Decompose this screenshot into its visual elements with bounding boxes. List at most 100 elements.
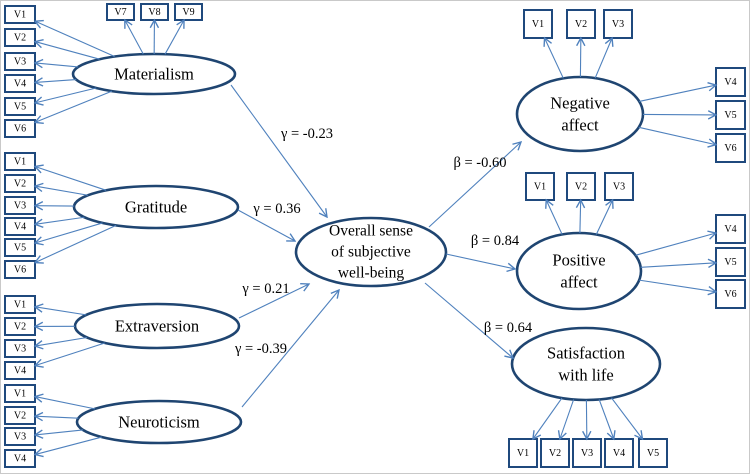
observed-label-negative-v2: V2	[575, 19, 587, 30]
loading-arrow-negative-affect-negative-v4	[639, 85, 716, 102]
loading-arrow-materialism-materialism-v5	[35, 87, 97, 103]
loading-arrow-positive-affect-positive-v3	[595, 200, 612, 235]
observed-label-gratitude-v6: V6	[14, 265, 26, 276]
observed-label-neuroticism-v4: V4	[14, 454, 26, 465]
loading-arrow-extraversion-extraversion-v3	[35, 336, 88, 346]
observed-label-materialism-v6: V6	[14, 124, 26, 135]
observed-box-positive-v3	[604, 172, 634, 201]
latent-label-negative-affect-line2: affect	[561, 116, 599, 135]
latent-ellipse-materialism	[71, 52, 237, 96]
loading-arrow-satisfaction-satisfaction-v5	[611, 397, 642, 439]
loading-arrow-negative-affect-negative-v3	[594, 38, 612, 79]
observed-label-gratitude-v4: V4	[14, 222, 26, 233]
observed-label-materialism-v3: V3	[14, 57, 26, 68]
latent-label-swb-line2: of subjective	[331, 244, 411, 261]
latent-label-satisfaction-line1: Satisfaction	[547, 344, 625, 363]
structural-arrow-extraversion-to-swb	[238, 284, 309, 319]
observed-label-negative-v5: V5	[724, 110, 736, 121]
observed-box-negative-v3	[603, 9, 633, 39]
observed-label-gratitude-v3: V3	[14, 201, 26, 212]
loading-arrow-gratitude-gratitude-v5	[35, 222, 103, 243]
loading-arrow-positive-affect-positive-v4	[635, 233, 716, 256]
structural-arrow-swb-to-satisfaction	[424, 282, 513, 358]
observed-label-positive-v4: V4	[724, 224, 736, 235]
observed-label-materialism-v8: V8	[148, 7, 160, 18]
loading-arrow-satisfaction-satisfaction-v2	[560, 399, 575, 439]
coefficient-label-swb-to-negative: β = -0.60	[453, 155, 506, 171]
structural-arrow-gratitude-to-swb	[237, 209, 295, 241]
observed-box-positive-v5	[715, 247, 746, 277]
observed-label-positive-v6: V6	[724, 289, 736, 300]
observed-label-gratitude-v2: V2	[14, 179, 26, 190]
structural-arrow-materialism-to-swb	[230, 84, 327, 217]
observed-label-gratitude-v1: V1	[14, 157, 26, 168]
latent-label-positive-affect-line1: Positive	[552, 251, 605, 270]
observed-label-materialism-v2: V2	[14, 33, 26, 44]
latent-label-neuroticism-line1: Neuroticism	[118, 413, 200, 432]
coefficient-label-swb-to-satisfaction: β = 0.64	[484, 320, 533, 336]
observed-label-gratitude-v5: V5	[14, 243, 26, 254]
observed-box-positive-v1	[525, 172, 555, 201]
observed-label-satisfaction-v2: V2	[549, 448, 561, 459]
latent-ellipse-neuroticism	[75, 399, 243, 445]
loading-arrow-satisfaction-satisfaction-v1	[533, 397, 563, 439]
observed-label-extraversion-v1: V1	[14, 300, 26, 311]
observed-label-negative-v1: V1	[532, 19, 544, 30]
observed-label-positive-v2: V2	[575, 182, 587, 193]
loading-arrow-positive-affect-positive-v2	[580, 200, 581, 234]
observed-label-materialism-v4: V4	[14, 79, 26, 90]
observed-box-negative-v6	[715, 133, 746, 163]
latent-label-swb-line1: Overall sense	[329, 223, 413, 240]
loading-arrow-neuroticism-neuroticism-v2	[35, 416, 79, 418]
coefficient-label-swb-to-positive: β = 0.84	[471, 233, 520, 249]
loading-arrow-satisfaction-satisfaction-v4	[598, 399, 614, 439]
observed-box-materialism-v7	[106, 3, 135, 21]
loading-arrow-materialism-materialism-v9	[164, 20, 184, 55]
observed-box-satisfaction-v5	[638, 438, 668, 468]
observed-label-positive-v3: V3	[613, 182, 625, 193]
observed-box-satisfaction-v1	[508, 438, 538, 468]
latent-ellipse-satisfaction	[510, 326, 662, 402]
observed-label-negative-v3: V3	[612, 19, 624, 30]
coefficient-label-neuroticism-to-swb: γ = -0.39	[234, 341, 287, 357]
observed-label-extraversion-v3: V3	[14, 344, 26, 355]
loading-arrow-gratitude-gratitude-v2	[35, 186, 89, 196]
observed-box-negative-v4	[715, 67, 746, 97]
observed-label-neuroticism-v1: V1	[14, 389, 26, 400]
loading-arrow-materialism-materialism-v4	[35, 80, 77, 83]
loading-arrow-negative-affect-negative-v6	[638, 126, 716, 144]
observed-label-positive-v5: V5	[724, 257, 736, 268]
observed-label-positive-v1: V1	[534, 182, 546, 193]
loading-arrow-neuroticism-neuroticism-v3	[35, 429, 84, 435]
structural-arrow-swb-to-negative	[428, 142, 521, 228]
observed-label-neuroticism-v2: V2	[14, 411, 26, 422]
structural-arrow-swb-to-positive	[445, 253, 515, 269]
loading-arrow-positive-affect-positive-v1	[546, 200, 563, 235]
observed-box-gratitude-v5	[4, 238, 36, 257]
latent-label-satisfaction-line2: with life	[558, 366, 613, 385]
latent-label-swb-line3: well-being	[338, 265, 405, 282]
coefficient-label-gratitude-to-swb: γ = 0.36	[252, 201, 300, 217]
observed-box-negative-v2	[566, 9, 596, 39]
loading-arrow-materialism-materialism-v7	[125, 20, 144, 55]
latent-label-positive-affect-line2: affect	[560, 273, 598, 292]
latent-ellipse-positive-affect	[515, 231, 643, 311]
observed-box-materialism-v2	[4, 28, 36, 47]
loading-arrow-gratitude-gratitude-v6	[35, 224, 117, 262]
observed-box-materialism-v5	[4, 97, 36, 116]
loading-arrow-positive-affect-positive-v6	[639, 279, 716, 292]
observed-box-negative-v1	[523, 9, 553, 39]
observed-box-extraversion-v4	[4, 361, 36, 380]
latent-label-negative-affect-line1: Negative	[550, 94, 610, 113]
coefficient-label-extraversion-to-swb: γ = 0.21	[241, 281, 289, 297]
latent-ellipse-gratitude	[72, 184, 240, 230]
observed-label-materialism-v5: V5	[14, 102, 26, 113]
coefficient-label-materialism-to-swb: γ = -0.23	[280, 126, 333, 142]
observed-label-materialism-v9: V9	[182, 7, 194, 18]
structural-arrow-neuroticism-to-swb	[241, 290, 339, 408]
observed-label-neuroticism-v3: V3	[14, 432, 26, 443]
latent-label-materialism-line1: Materialism	[114, 65, 194, 84]
loading-arrow-extraversion-extraversion-v1	[35, 307, 87, 316]
